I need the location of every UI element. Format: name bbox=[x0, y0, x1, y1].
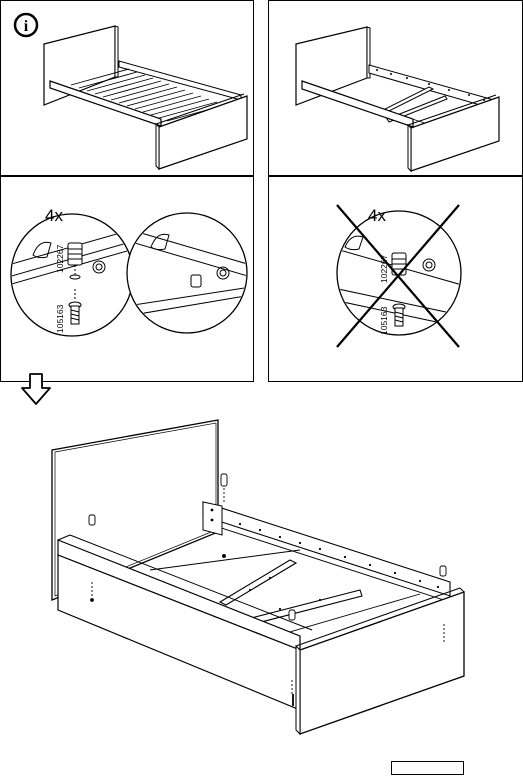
bed-frame-assembly-drawing bbox=[51, 419, 465, 736]
cross-out-icon bbox=[336, 204, 460, 348]
svg-text:i: i bbox=[24, 18, 29, 35]
quantity-label: 4x bbox=[45, 206, 63, 225]
screw-part-icon bbox=[392, 303, 406, 327]
screw-part-icon bbox=[68, 289, 82, 325]
slatted-bed-drawing: i bbox=[13, 12, 248, 171]
panel-fittings-detail: 4x 102267 105163 bbox=[0, 176, 254, 382]
dowel-part-number: 102267 bbox=[55, 244, 65, 273]
screw-part-number: 105163 bbox=[379, 306, 389, 335]
incorrect-method-drawing: 4x 102267 105163 bbox=[336, 204, 462, 348]
dowel-part-icon bbox=[67, 242, 83, 275]
panel-incorrect-method: 4x 102267 105163 bbox=[268, 176, 523, 382]
panel-bed-center-beam bbox=[268, 0, 523, 176]
quantity-label-crossed: 4x bbox=[368, 206, 386, 225]
fittings-detail-drawing: 4x 102267 105163 bbox=[10, 206, 248, 337]
dowel-part-number: 102267 bbox=[379, 254, 389, 283]
arrow-down-icon bbox=[21, 373, 51, 405]
screw-part-number: 105163 bbox=[55, 304, 65, 333]
panel-info-slatted-bed: i bbox=[0, 0, 254, 176]
info-icon: i bbox=[13, 12, 39, 38]
center-beam-bed-drawing bbox=[295, 26, 500, 173]
page-number-box bbox=[391, 761, 464, 775]
